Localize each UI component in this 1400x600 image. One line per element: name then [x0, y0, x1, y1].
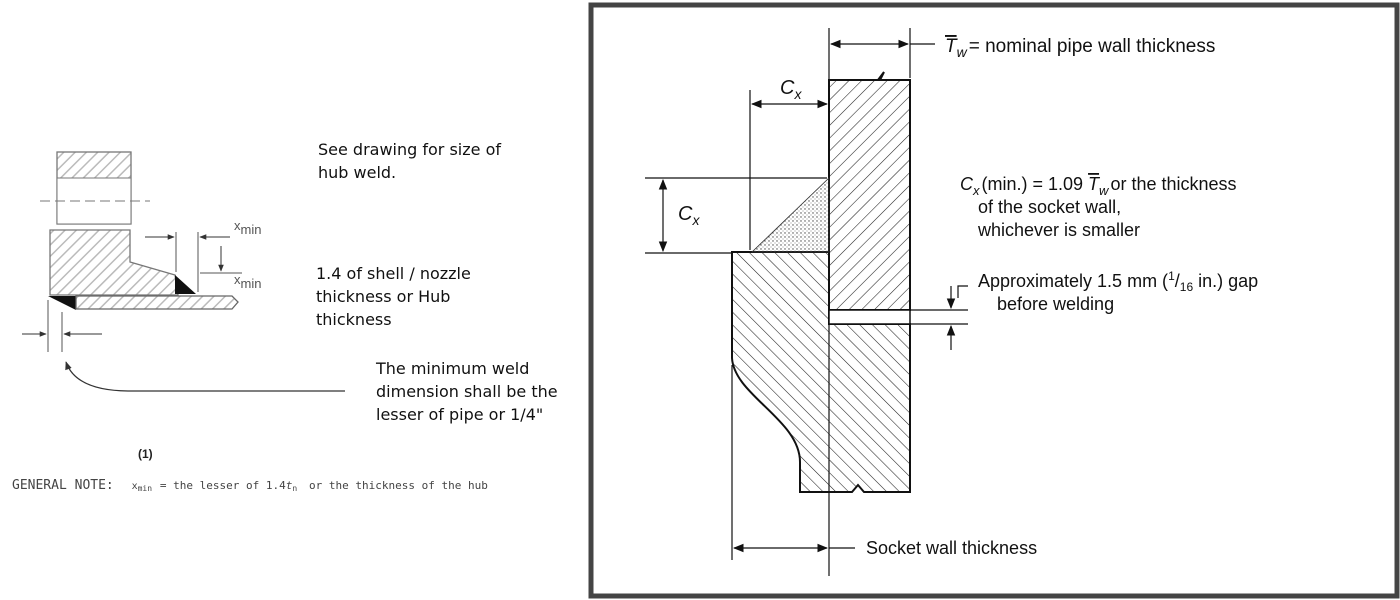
socket-body — [731, 251, 911, 493]
cx-top-sub: x — [793, 86, 802, 102]
pipe-wall — [828, 71, 911, 311]
general-note-text: = the lesser of 1.4 — [160, 479, 286, 492]
note-thickness-3: thickness — [316, 310, 392, 329]
cx-left-sub: x — [691, 212, 700, 228]
cx-formula-t-sub: w — [1099, 183, 1110, 198]
xmin-label-1: x — [234, 218, 241, 233]
svg-text:Cx: Cx — [780, 77, 802, 102]
tw-sub: w — [957, 44, 968, 60]
hub-body — [49, 229, 179, 296]
fillet-weld — [751, 177, 830, 253]
svg-text:Approximately 1.5 mm (1/16 in.: Approximately 1.5 mm (1/16 in.) gap — [978, 269, 1258, 294]
general-note-t: t — [286, 479, 293, 492]
xmin-label-1-sub: min — [241, 222, 262, 237]
svg-text:Tw= nominal pipe wall thicknes: Tw= nominal pipe wall thickness — [945, 36, 1215, 60]
note-min-weld-3: lesser of pipe or 1/4" — [376, 405, 543, 424]
svg-text:GENERAL NOTE: xmin: GENERAL NOTE: xmin = the lesser of 1.4tn… — [12, 478, 488, 495]
shell-plate — [75, 295, 239, 310]
svg-text:xmin: xmin — [234, 272, 261, 291]
note-thickness-1: 1.4 of shell / nozzle — [316, 264, 471, 283]
note-hub-weld-2: hub weld. — [318, 163, 396, 182]
general-note-t-sub: n — [292, 484, 297, 493]
note-hub-weld-1: See drawing for size of — [318, 140, 501, 159]
note-min-weld-1: The minimum weld — [375, 359, 529, 378]
socket-wall-label: Socket wall thickness — [866, 538, 1037, 558]
tw-symbol: T — [945, 36, 958, 57]
gap-slash: / — [1175, 271, 1180, 291]
cx-formula-t: T — [1088, 174, 1101, 194]
gap-text-b: in.) gap — [1193, 271, 1258, 291]
xmin-label-2-sub: min — [241, 276, 262, 291]
general-note-tail: or the thickness of the hub — [309, 479, 488, 492]
hub-weld-fillet — [175, 275, 196, 294]
gap-leader — [957, 285, 968, 298]
root-weld-fillet — [48, 296, 76, 310]
figure-number: (1) — [138, 447, 153, 461]
left-weld-detail: xmin xmin See drawing for size of hub we… — [12, 140, 558, 495]
cx-formula-symbol: C — [960, 174, 974, 194]
right-socket-weld-detail: Tw= nominal pipe wall thickness Cx Cx Cx… — [588, 2, 1400, 599]
right-frame — [588, 2, 1400, 599]
note-thickness-2: thickness or Hub — [316, 287, 450, 306]
cx-formula-sub: x — [972, 183, 980, 198]
gap-space — [828, 309, 911, 325]
gap-num: 1 — [1168, 269, 1175, 283]
xmin-label-2: x — [234, 272, 241, 287]
cx-line-2: of the socket wall, — [978, 197, 1121, 217]
leader-curve — [65, 361, 345, 392]
svg-text:xmin: xmin — [234, 218, 261, 237]
general-note-sym: x — [132, 481, 138, 492]
svg-text:Cx: Cx — [678, 203, 700, 228]
gap-line-2: before welding — [997, 294, 1114, 314]
note-min-weld-2: dimension shall be the — [376, 382, 558, 401]
cx-line-3: whichever is smaller — [977, 220, 1140, 240]
general-note-label: GENERAL NOTE: — [12, 478, 114, 493]
cx-formula-b: or the thickness — [1110, 174, 1236, 194]
cx-formula-a: (min.) = 1.09 — [982, 174, 1084, 194]
gap-text-a: Approximately 1.5 mm ( — [978, 271, 1168, 291]
cx-left-symbol: C — [678, 203, 693, 225]
tw-text: = nominal pipe wall thickness — [969, 36, 1216, 57]
gap-den: 16 — [1180, 280, 1194, 294]
general-note-sym-sub: min — [138, 484, 153, 493]
cx-top-symbol: C — [780, 77, 795, 99]
